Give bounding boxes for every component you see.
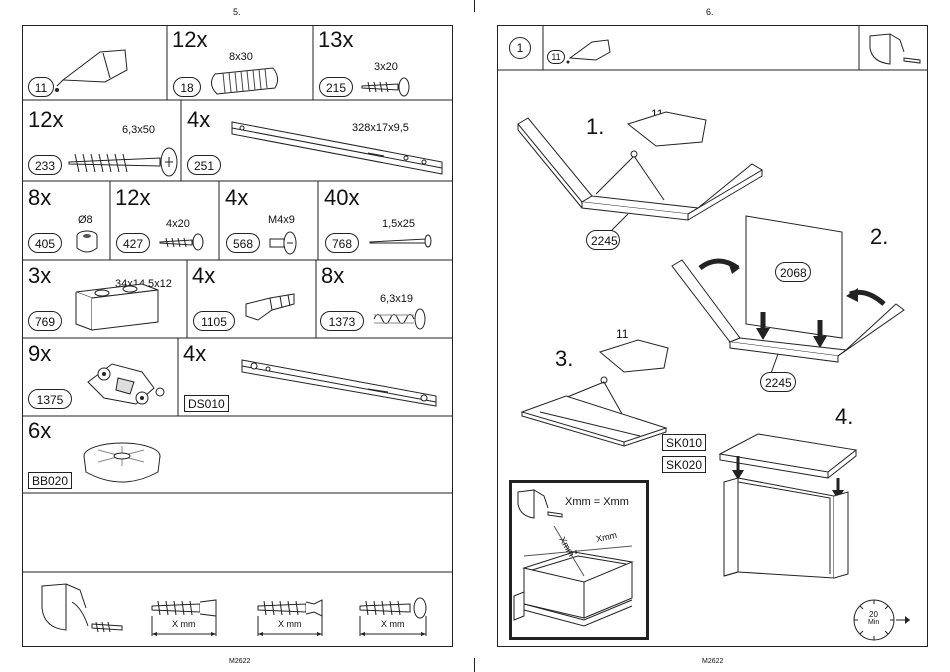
inset-equation: Xmm = Xmm (565, 496, 629, 508)
step2-panel-illustration (670, 214, 910, 384)
glue-code-badge: 11 (547, 50, 565, 64)
timer-value: 20 (869, 610, 878, 619)
clamp-tool-icon (866, 30, 922, 68)
step3-board-illustration (520, 330, 670, 446)
right-footer-code: M2622 (702, 658, 723, 665)
step-label: 4. (835, 404, 853, 430)
sk-label: SK010 (662, 434, 706, 451)
glue-tube-icon (566, 34, 614, 66)
timer-clock-icon (852, 596, 914, 644)
step4-box-illustration (714, 428, 864, 588)
step-number-badge: 1 (509, 37, 531, 59)
part-ref-badge: 2245 (760, 372, 796, 392)
timer-unit: Min (868, 619, 879, 626)
inset-drawer-illustration (514, 486, 644, 636)
part-ref-badge: 2245 (586, 230, 620, 250)
panel-ref-badge: 2068 (775, 262, 811, 282)
sk-label: SK020 (662, 456, 706, 473)
